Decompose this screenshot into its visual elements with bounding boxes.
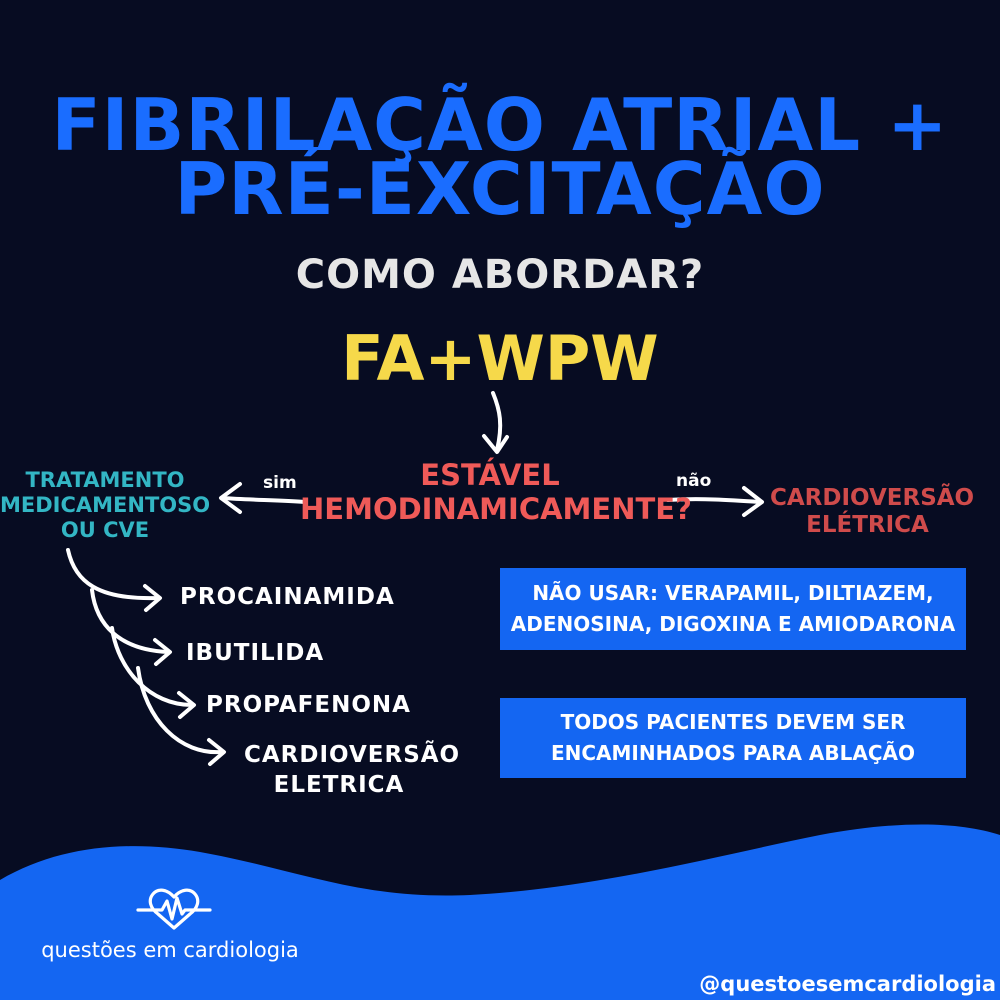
arrow-option-4: [136, 666, 226, 766]
title-line-2: PRÉ-EXCITAÇÃO: [174, 147, 826, 231]
referral-line-1: TODOS PACIENTES DEVEM SER: [560, 710, 906, 734]
decision-question: ESTÁVEL HEMODINAMICAMENTE?: [300, 458, 692, 526]
yes-branch-line-1: TRATAMENTO: [25, 468, 185, 492]
heart-pulse-icon: [136, 888, 212, 930]
question-line-1: ESTÁVEL: [420, 458, 560, 492]
warning-line-1: NÃO USAR: VERAPAMIL, DILTIAZEM,: [532, 581, 934, 605]
title-line-1: FIBRILAÇÃO ATRIAL +: [51, 83, 949, 167]
root-node: FA+WPW: [341, 322, 659, 395]
option-propafenona: PROPAFENONA: [206, 692, 411, 718]
option-cardioversao-line-2: ELETRICA: [273, 772, 405, 798]
social-handle: @questoesemcardiologia: [699, 972, 996, 996]
yes-branch-line-3: OU CVE: [60, 518, 150, 542]
no-branch-node: CARDIOVERSÃO ELÉTRICA: [770, 485, 975, 539]
arrow-no: [666, 486, 764, 517]
option-cardioversao: CARDIOVERSÃO ELETRICA: [244, 740, 461, 800]
warning-box: NÃO USAR: VERAPAMIL, DILTIAZEM, ADENOSIN…: [500, 568, 966, 650]
arrow-yes: [219, 482, 307, 514]
option-ibutilida: IBUTILIDA: [186, 640, 325, 666]
option-procainamida: PROCAINAMIDA: [180, 584, 395, 610]
arrow-option-3: [110, 626, 196, 719]
referral-box: TODOS PACIENTES DEVEM SER ENCAMINHADOS P…: [500, 698, 966, 778]
yes-branch-node: TRATAMENTO MEDICAMENTOSO OU CVE: [0, 468, 210, 543]
no-label: não: [676, 471, 712, 491]
yes-label: sim: [263, 473, 297, 493]
arrow-option-1: [66, 548, 162, 612]
subtitle: COMO ABORDAR?: [295, 252, 705, 298]
referral-line-2: ENCAMINHADOS PARA ABLAÇÃO: [550, 741, 916, 765]
warning-line-2: ADENOSINA, DIGOXINA E AMIODARONA: [510, 612, 956, 636]
no-branch-line-1: CARDIOVERSÃO: [770, 485, 975, 511]
question-line-2: HEMODINAMICAMENTE?: [300, 492, 692, 526]
yes-branch-line-2: MEDICAMENTOSO: [0, 493, 211, 517]
arrow-root-to-question: [482, 391, 509, 454]
brand-name: questões em cardiologia: [41, 938, 299, 962]
option-cardioversao-line-1: CARDIOVERSÃO: [244, 742, 461, 768]
no-branch-line-2: ELÉTRICA: [806, 512, 929, 538]
